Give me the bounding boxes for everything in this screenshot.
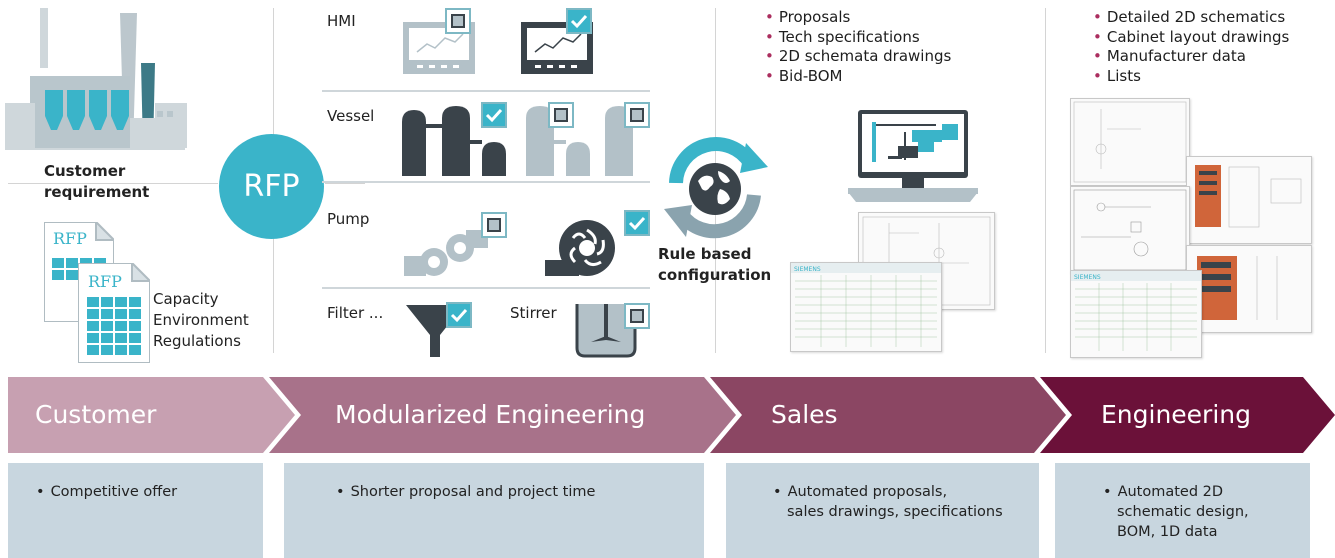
module-label-stirrer: Stirrer xyxy=(510,304,557,322)
check-icon xyxy=(450,308,468,323)
hmi-dark-check-box[interactable] xyxy=(566,8,592,34)
rule-config-label-line1: Rule based xyxy=(658,245,752,263)
sales-spec-sheet-thumbnail: SIEMENS xyxy=(790,262,942,352)
customer-horizontal-line-right xyxy=(325,183,365,184)
benefit-box-engineering xyxy=(1055,463,1310,558)
engineering-schematic-thumbnail-2 xyxy=(1070,186,1190,274)
sales-output-item: Proposals xyxy=(765,8,951,28)
filter-check-box[interactable] xyxy=(446,302,472,328)
check-icon xyxy=(485,108,503,123)
benefit-line: Shorter proposal and project time xyxy=(350,484,596,500)
stirrer-select-box[interactable] xyxy=(624,303,650,329)
customer-note-environment: Environment xyxy=(153,311,249,329)
cabinet-layout-preview xyxy=(1195,165,1302,228)
list-sheet-preview: SIEMENS xyxy=(1071,271,1201,351)
benefit-box-modularized xyxy=(284,463,704,558)
stage-title-customer: Customer xyxy=(35,400,157,429)
divider-sales-engineering xyxy=(1045,8,1046,353)
engineering-output-item: Lists xyxy=(1093,67,1289,87)
stage-title-engineering: Engineering xyxy=(1101,400,1251,429)
engineering-output-item: Manufacturer data xyxy=(1093,47,1289,67)
benefit-line: BOM, 1D data xyxy=(1117,524,1218,540)
vessel-icon-dark xyxy=(402,106,506,176)
vessel-dark-check-box[interactable] xyxy=(481,102,507,128)
benefit-line: sales drawings, specifications xyxy=(787,504,1003,520)
module-label-vessel: Vessel xyxy=(327,107,375,125)
module-label-pump: Pump xyxy=(327,210,370,228)
benefit-box-sales xyxy=(726,463,1039,558)
modules-row-divider-3 xyxy=(322,287,650,289)
customer-requirement-label-line2: requirement xyxy=(44,183,150,201)
benefit-line: Automated proposals, xyxy=(787,484,948,500)
engineering-cabinet-thumbnail-1 xyxy=(1186,156,1312,244)
modules-row-divider-1 xyxy=(322,90,650,92)
pump-light-select-box[interactable] xyxy=(481,212,507,238)
cabinet-layout-preview xyxy=(1197,256,1278,320)
rfp-document-icon-front xyxy=(78,263,150,363)
customer-requirement-label-line1: Customer xyxy=(44,162,126,180)
sales-output-list: Proposals Tech specifications 2D schemat… xyxy=(765,8,951,86)
factory-icon xyxy=(5,8,187,150)
vessel-light-1-select-box[interactable] xyxy=(548,102,574,128)
pump-dark-check-box[interactable] xyxy=(624,210,650,236)
pump-icon-light xyxy=(404,230,488,276)
rule-config-globe-icon xyxy=(664,137,768,239)
benefit-text-sales: •Automated proposals, sales drawings, sp… xyxy=(773,484,1003,520)
rule-config-label-line2: configuration xyxy=(658,266,772,284)
engineering-list-thumbnail: SIEMENS xyxy=(1070,270,1202,358)
customer-horizontal-line-left xyxy=(8,183,218,184)
stage-title-sales: Sales xyxy=(771,400,838,429)
schematic-preview xyxy=(1073,101,1187,183)
engineering-output-item: Cabinet layout drawings xyxy=(1093,28,1289,48)
schematic-preview xyxy=(1073,189,1187,271)
benefit-box-customer xyxy=(8,463,263,558)
benefit-line: schematic design, xyxy=(1117,504,1249,520)
stage-chevron-sales xyxy=(710,377,1066,453)
benefit-line: Competitive offer xyxy=(50,484,178,500)
check-icon xyxy=(570,14,588,29)
engineering-cabinet-thumbnail-2 xyxy=(1186,245,1312,333)
spec-sheet-preview: SIEMENS xyxy=(791,263,941,347)
engineering-output-item: Detailed 2D schematics xyxy=(1093,8,1289,28)
check-icon xyxy=(628,216,646,231)
vessel-icon-light-1 xyxy=(526,106,590,176)
monitor-icon xyxy=(848,110,978,202)
sales-output-item: 2D schemata drawings xyxy=(765,47,951,67)
hmi-light-select-box[interactable] xyxy=(445,8,471,34)
benefit-text-customer: •Competitive offer xyxy=(36,484,178,500)
stage-title-modularized: Modularized Engineering xyxy=(335,400,646,429)
modules-row-divider-2 xyxy=(322,181,650,183)
rfp-circle: RFP xyxy=(219,134,324,239)
doc-brand-text: SIEMENS xyxy=(1074,274,1101,281)
engineering-schematic-thumbnail-1 xyxy=(1070,98,1190,186)
stirrer-icon xyxy=(575,304,637,358)
engineering-output-list: Detailed 2D schematics Cabinet layout dr… xyxy=(1093,8,1289,86)
module-label-filter: Filter ... xyxy=(327,304,384,322)
benefit-text-engineering: •Automated 2D schematic design, BOM, 1D … xyxy=(1103,484,1249,540)
sales-output-item: Tech specifications xyxy=(765,28,951,48)
rfp-document-label-back: RFP xyxy=(53,229,87,248)
benefit-text-modularized: •Shorter proposal and project time xyxy=(336,484,596,500)
pump-icon-dark xyxy=(545,220,615,276)
customer-note-regulations: Regulations xyxy=(153,332,241,350)
doc-brand-text: SIEMENS xyxy=(794,266,821,273)
sales-output-item: Bid-BOM xyxy=(765,67,951,87)
rfp-document-label-front: RFP xyxy=(88,272,122,291)
benefit-line: Automated 2D xyxy=(1117,484,1224,500)
vessel-light-2-select-box[interactable] xyxy=(624,102,650,128)
customer-note-capacity: Capacity xyxy=(153,290,219,308)
module-label-hmi: HMI xyxy=(327,12,356,30)
